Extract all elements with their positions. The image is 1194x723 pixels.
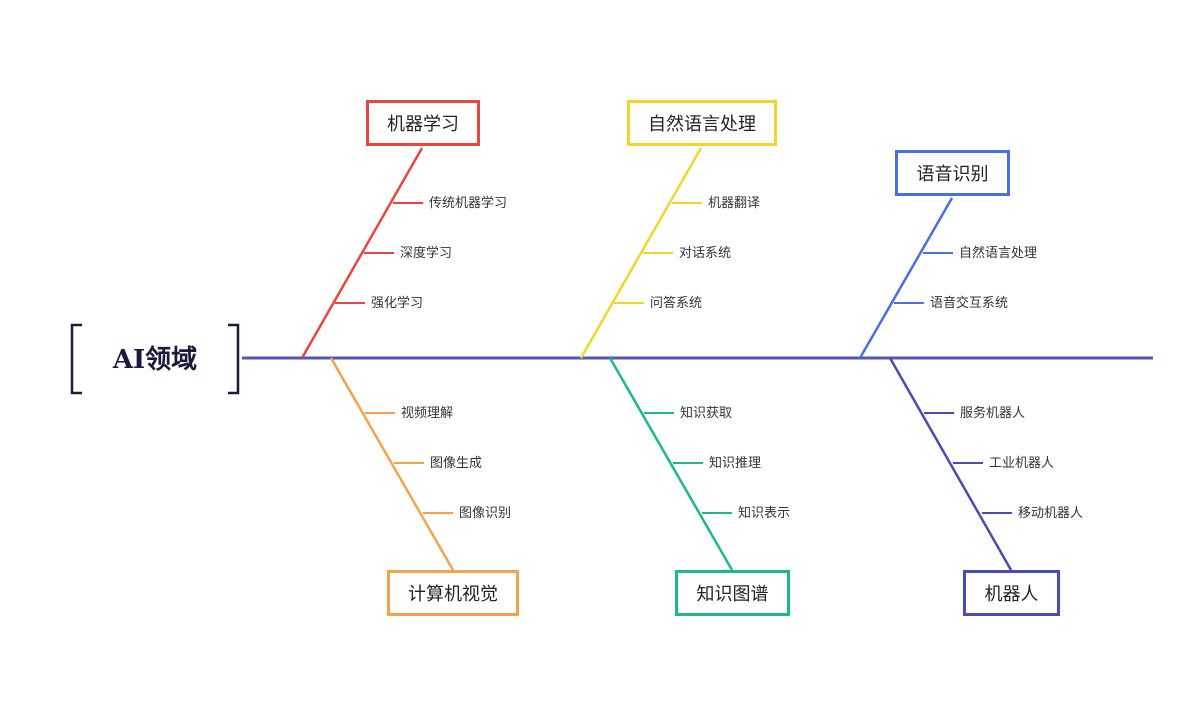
bone-nlp — [579, 147, 703, 359]
category-box-nlp: 自然语言处理 — [627, 100, 777, 146]
head-title: AI领域 — [112, 345, 198, 375]
category-label: 知识图谱 — [696, 584, 769, 605]
bone-speech — [858, 197, 954, 359]
leaf-label: 知识表示 — [738, 506, 791, 521]
category-label: 自然语言处理 — [648, 114, 756, 135]
leaf-label: 移动机器人 — [1018, 506, 1084, 521]
leaf-label: 传统机器学习 — [429, 196, 508, 211]
category-box-knowledge-graph: 知识图谱 — [675, 570, 790, 616]
category-label: 计算机视觉 — [408, 584, 498, 605]
leaf-label: 问答系统 — [650, 296, 703, 311]
leaf-label: 视频理解 — [401, 406, 454, 421]
leaf-label: 强化学习 — [371, 296, 424, 311]
category-label: 机器学习 — [387, 114, 459, 135]
leaf-label: 机器翻译 — [708, 196, 761, 211]
leaf-label: 工业机器人 — [989, 456, 1055, 471]
category-box-computer-vision: 计算机视觉 — [387, 570, 519, 616]
bone-kg — [608, 357, 734, 571]
leaf-label: 知识推理 — [709, 456, 762, 471]
bone-ml — [300, 147, 424, 359]
leaf-label: 服务机器人 — [960, 406, 1026, 421]
category-box-robot: 机器人 — [963, 570, 1060, 616]
category-label: 机器人 — [984, 584, 1039, 605]
category-label: 语音识别 — [916, 164, 989, 185]
leaf-label: 图像识别 — [459, 506, 512, 521]
head-bracket-right — [228, 323, 240, 395]
leaf-label: 语音交互系统 — [930, 296, 1009, 311]
category-box-speech-recognition: 语音识别 — [895, 150, 1010, 196]
category-box-machine-learning: 机器学习 — [366, 100, 480, 146]
leaf-label: 深度学习 — [400, 246, 453, 261]
leaf-label: 对话系统 — [679, 246, 732, 261]
leaf-label: 自然语言处理 — [959, 246, 1038, 261]
leaf-label: 知识获取 — [680, 406, 733, 421]
bone-robot — [888, 357, 1013, 571]
bone-cv — [329, 357, 455, 571]
leaf-label: 图像生成 — [430, 456, 483, 471]
head-bracket-left — [70, 323, 82, 395]
